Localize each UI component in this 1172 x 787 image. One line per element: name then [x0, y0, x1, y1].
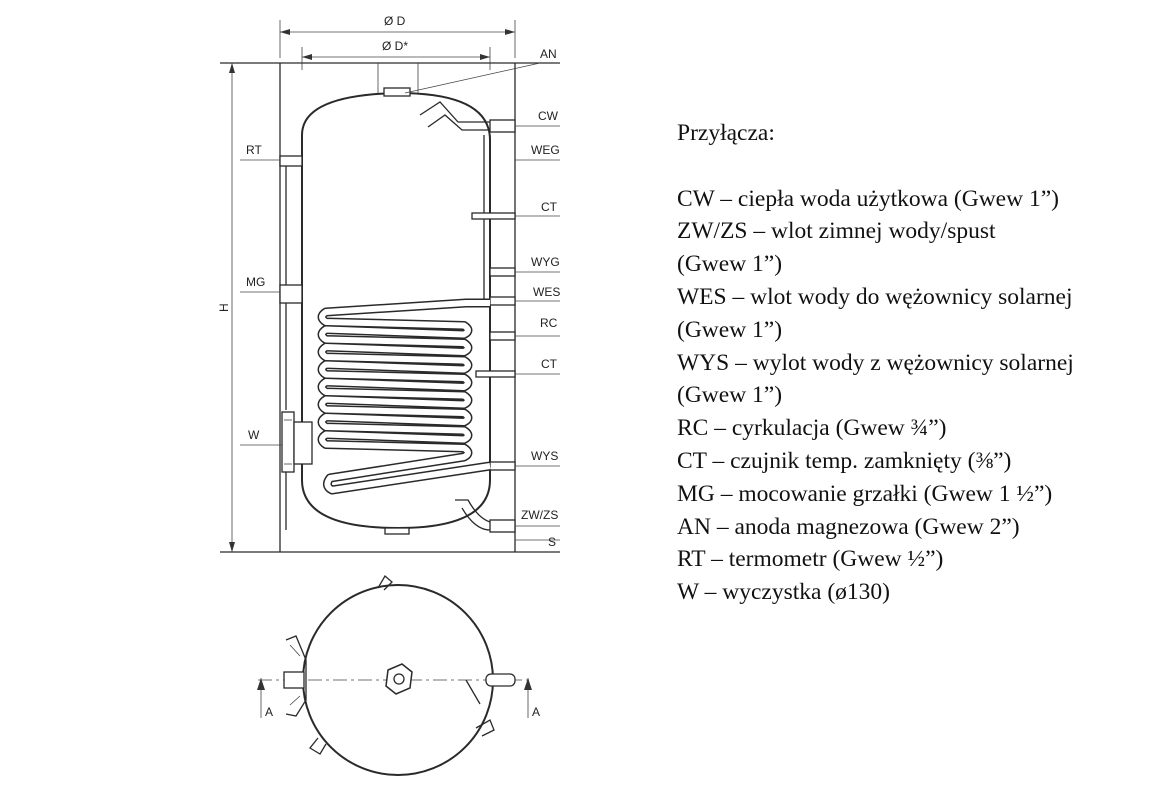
legend-row: W – wyczystka (ø130)	[677, 579, 890, 606]
label-rt: RT	[246, 143, 262, 157]
label-w: W	[248, 428, 260, 442]
legend-row: MG – mocowanie grzałki (Gwew 1 ½”)	[677, 480, 1053, 507]
label-rc: RC	[540, 316, 558, 330]
solar-coil	[317, 298, 491, 495]
label-wes: WES	[533, 285, 560, 299]
legend-row: ZW/ZS – wlot zimnej wody/spust	[677, 218, 996, 245]
label-mg: MG	[246, 275, 265, 289]
outer-diameter-label: Ø D	[384, 14, 406, 28]
legend-row: RT – termometr (Gwew ½”)	[677, 546, 944, 573]
label-cw: CW	[538, 109, 559, 123]
legend-row: AN – anoda magnezowa (Gwew 2”)	[677, 513, 1020, 540]
side-view: Ø D Ø D* H	[217, 14, 560, 553]
tank-technical-drawing: Ø D Ø D* H	[217, 14, 560, 776]
label-ct-lower: CT	[541, 357, 558, 371]
label-zw-zs: ZW/ZS	[521, 508, 558, 522]
label-s: S	[548, 535, 556, 549]
inner-diameter-label: Ø D*	[382, 39, 408, 53]
legend-row: (Gwew 1”)	[677, 316, 783, 343]
label-wys: WYS	[531, 449, 558, 463]
legend-row: (Gwew 1”)	[677, 382, 783, 409]
section-a-left: A	[265, 705, 273, 719]
legend-row: WES – wlot wody do wężownicy solarnej	[677, 283, 1073, 310]
top-view: A A	[257, 574, 540, 776]
label-wyg: WYG	[531, 255, 560, 269]
legend-row: RC – cyrkulacja (Gwew ¾”)	[677, 415, 947, 442]
height-label: H	[217, 303, 231, 312]
left-leaders	[240, 159, 282, 446]
label-an: AN	[540, 47, 557, 61]
label-weg: WEG	[531, 143, 560, 157]
legend-title: Przyłącza:	[677, 120, 775, 146]
legend-row: CT – czujnik temp. zamknięty (⅜”)	[677, 447, 1012, 474]
legend-row: WYS – wylot wody z wężownicy solarnej	[677, 349, 1074, 376]
legend-row: (Gwew 1”)	[677, 251, 783, 278]
coil-inner-stroke	[319, 300, 491, 493]
label-ct-upper: CT	[541, 200, 558, 214]
connections-legend: Przyłącza: CW – ciepła woda użytkowa (Gw…	[677, 117, 1167, 609]
section-a-right: A	[532, 705, 540, 719]
right-leaders	[515, 125, 560, 541]
legend-row: CW – ciepła woda użytkowa (Gwew 1”)	[677, 185, 1059, 212]
